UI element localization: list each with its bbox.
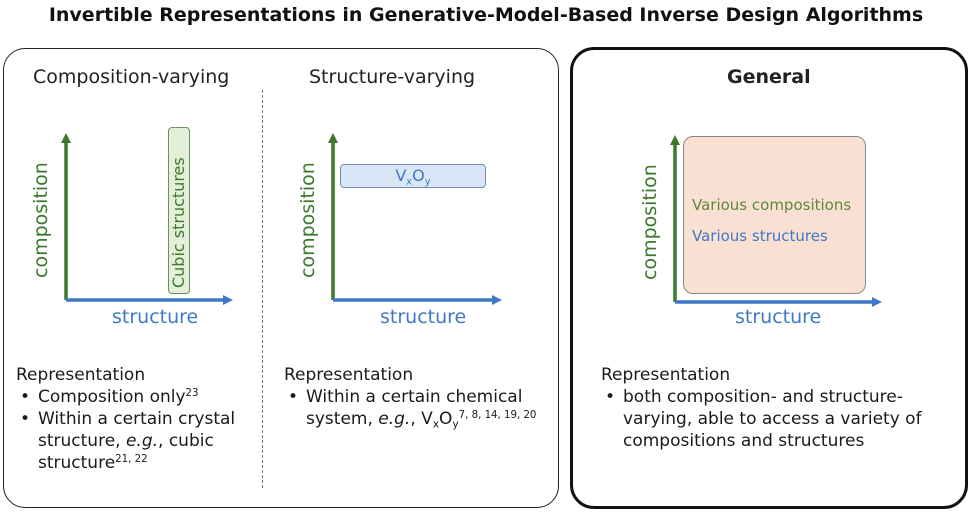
- structure-axis-label: structure: [112, 306, 199, 328]
- general-heading: General: [727, 66, 811, 88]
- list-item: Within a certain crystal structure, e.g.…: [16, 408, 256, 474]
- vxoy-region: VxOy: [340, 164, 486, 188]
- general-representation-box: [570, 47, 968, 509]
- list-item: Within a certain chemical system, e.g., …: [284, 386, 554, 436]
- structure-varying-representation: Representation Within a certain chemical…: [284, 364, 554, 436]
- various-compositions-label: Various compositions: [692, 196, 852, 214]
- cubic-structures-label: Cubic structures: [169, 157, 188, 288]
- list-item: Composition only23: [16, 386, 256, 408]
- general-representation: Representation both composition- and str…: [601, 364, 946, 452]
- figure-title: Invertible Representations in Generative…: [48, 4, 924, 26]
- composition-axis-label: composition: [639, 164, 661, 280]
- specific-representations-box: [3, 48, 559, 508]
- composition-varying-representation: Representation Composition only23 Within…: [16, 364, 256, 474]
- representation-title: Representation: [284, 365, 414, 385]
- composition-varying-heading: Composition-varying: [33, 66, 230, 88]
- various-structures-label: Various structures: [692, 227, 828, 245]
- structure-varying-heading: Structure-varying: [309, 66, 476, 88]
- representation-title: Representation: [16, 365, 146, 385]
- cubic-structures-region: [168, 127, 190, 294]
- structure-axis-label: structure: [380, 306, 467, 328]
- general-region: [683, 136, 866, 294]
- panel-divider: [262, 90, 263, 488]
- representation-title: Representation: [601, 365, 731, 385]
- list-item: both composition- and structure-varying,…: [601, 386, 946, 452]
- composition-axis-label: composition: [297, 162, 319, 278]
- structure-axis-label: structure: [735, 306, 822, 328]
- composition-axis-label: composition: [30, 162, 52, 278]
